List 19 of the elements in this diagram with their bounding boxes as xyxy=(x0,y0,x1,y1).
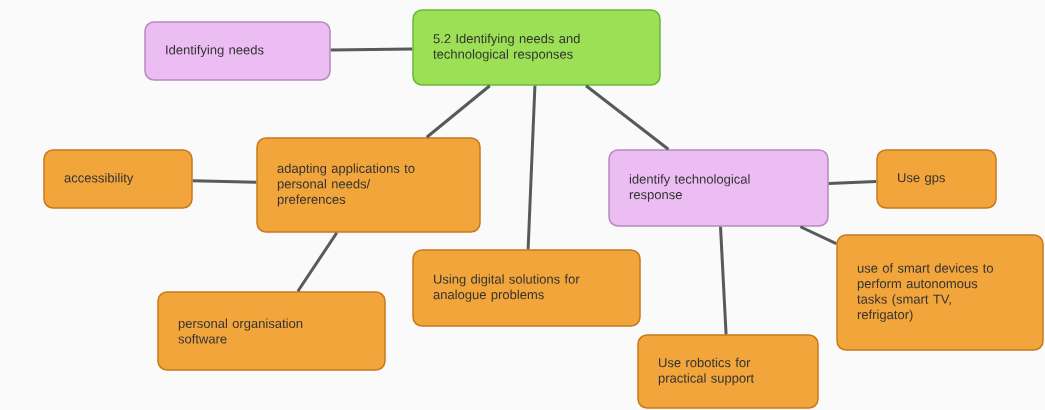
topic-box: Identifying needs xyxy=(144,21,331,81)
topic-box: 5.2 Identifying needs and technological responses xyxy=(412,9,661,86)
connector-line xyxy=(585,84,670,151)
topic-box: Use gps xyxy=(876,149,997,209)
connector-line xyxy=(719,226,728,335)
connector-line xyxy=(526,85,537,250)
topic-box: accessibility xyxy=(43,149,193,209)
topic-box: adapting applications to personal needs/ preferences xyxy=(256,137,481,233)
connector-line xyxy=(828,180,877,185)
topic-box: Using digital solutions for analogue problems xyxy=(412,249,641,327)
connector-line xyxy=(330,47,413,52)
topic-box: identify technological response xyxy=(608,149,829,227)
connector-line xyxy=(296,231,339,293)
connector-line xyxy=(425,84,491,139)
topic-box: Use robotics for practical support xyxy=(637,334,819,409)
connector-line xyxy=(192,179,257,184)
connector-line xyxy=(799,225,837,246)
topic-box: personal organisation software xyxy=(157,291,386,371)
topic-box: use of smart devices to perform autonomous tasks (smart TV, refrigator) xyxy=(836,234,1044,351)
